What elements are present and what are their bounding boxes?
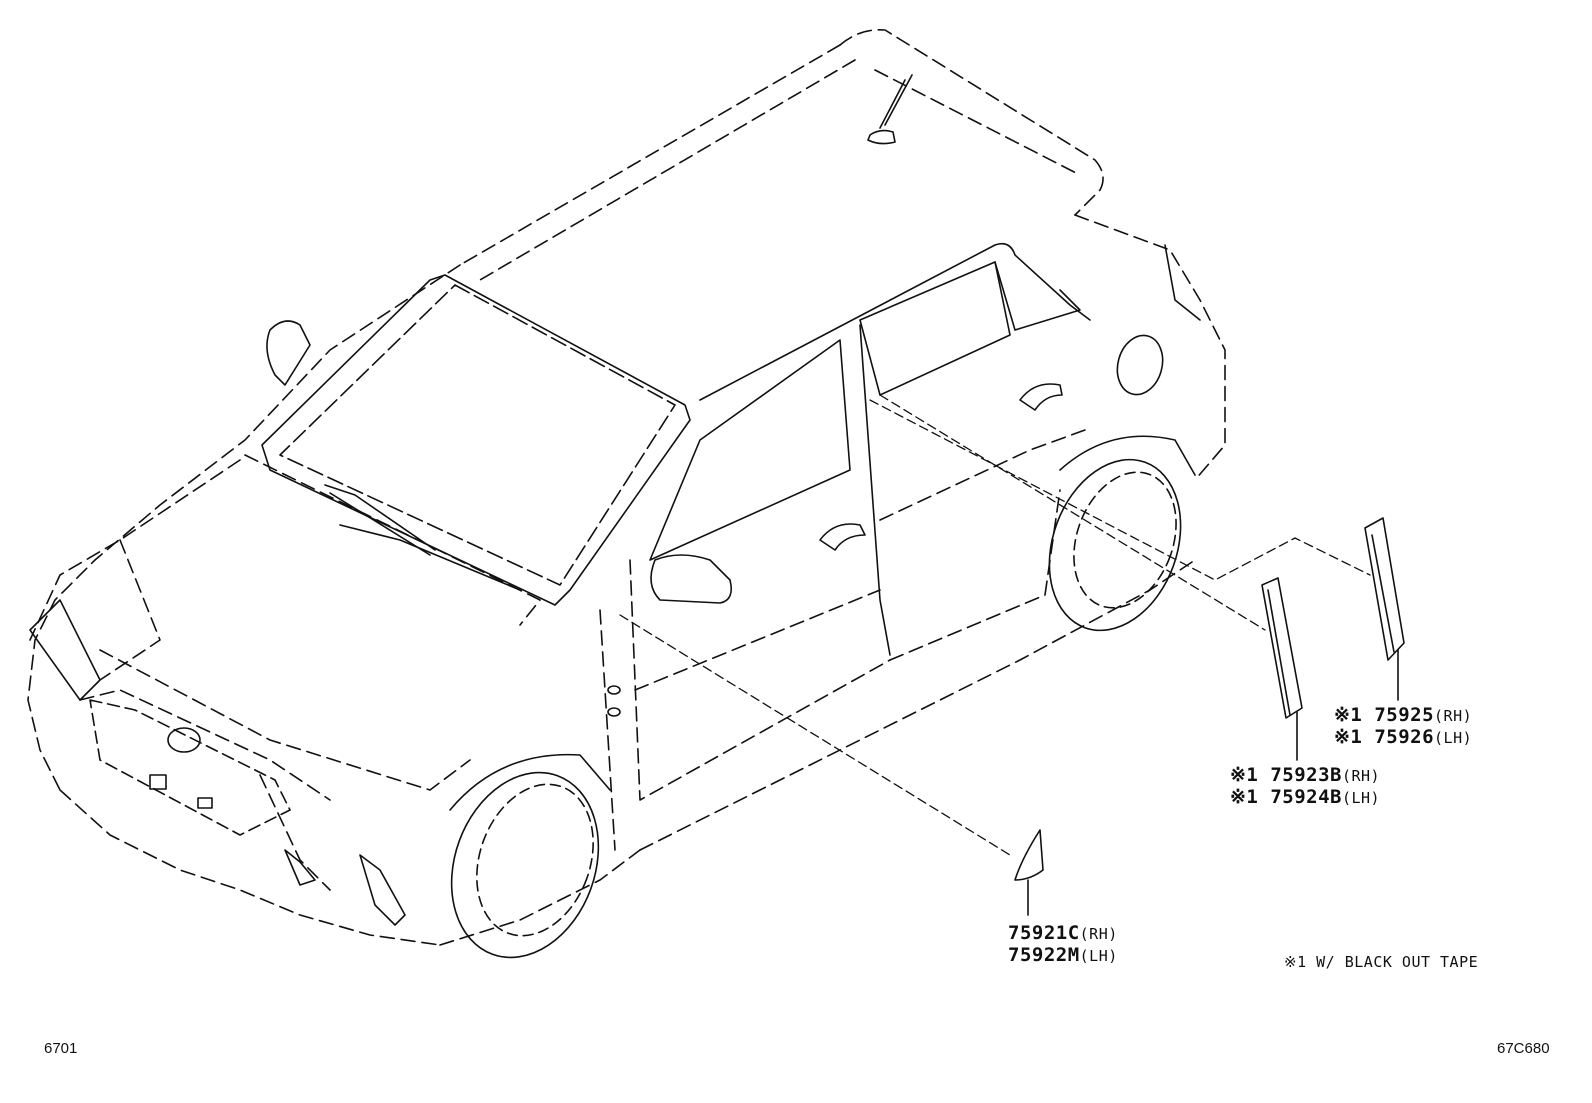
- part-number: 75925: [1374, 704, 1435, 726]
- hood-front: [29, 454, 541, 891]
- roof-antenna: [867, 74, 913, 145]
- windshield: [261, 274, 691, 606]
- front-grille: [89, 699, 291, 836]
- note-mark: ※1: [1230, 764, 1259, 786]
- front-wheel: [449, 753, 611, 959]
- note-mark: ※1: [1334, 726, 1363, 748]
- side-suffix: (LH): [1341, 789, 1381, 807]
- part-number: 75921C: [1008, 922, 1080, 944]
- side-windows: [649, 242, 1091, 656]
- note-mark: ※1: [1334, 704, 1363, 726]
- side-suffix: (LH): [1434, 729, 1473, 747]
- part-75921-fender-garnish: [1014, 829, 1044, 916]
- part-label[interactable]: 75921C(RH): [1008, 922, 1118, 945]
- rear-details: [1116, 244, 1201, 396]
- side-suffix: (RH): [1079, 925, 1118, 943]
- door-panels: [599, 429, 1086, 851]
- side-mirror-far: [266, 320, 311, 386]
- side-suffix: (LH): [1079, 947, 1118, 965]
- wipers: [324, 484, 521, 591]
- part-label[interactable]: 75922M(LH): [1008, 944, 1118, 967]
- part-label[interactable]: ※1 75923B(RH): [1230, 764, 1380, 787]
- page-code-right: 67C680: [1497, 1040, 1550, 1057]
- part-label[interactable]: ※1 75926(LH): [1334, 726, 1472, 749]
- side-mirror-near: [650, 554, 733, 604]
- side-suffix: (RH): [1434, 707, 1473, 725]
- part-number: 75923B: [1270, 764, 1342, 786]
- part-label[interactable]: ※1 75925(RH): [1334, 704, 1472, 727]
- part-number: 75924B: [1270, 786, 1342, 808]
- side-suffix: (RH): [1341, 767, 1381, 785]
- leader-lines: [619, 394, 1371, 856]
- footnote-black-out-tape: ※1 W/ BLACK OUT TAPE: [1284, 953, 1479, 971]
- headlights: [29, 599, 406, 926]
- part-label[interactable]: ※1 75924B(LH): [1230, 786, 1380, 809]
- part-number: 75926: [1374, 726, 1435, 748]
- part-number: 75922M: [1008, 944, 1080, 966]
- part-75925-back-door-moulding: [1364, 517, 1405, 701]
- body-envelope: [27, 28, 1226, 946]
- part-75923-rear-door-moulding: [1261, 577, 1303, 761]
- door-handles: [607, 383, 1063, 717]
- note-mark: ※1: [1230, 786, 1259, 808]
- page-code-left: 6701: [44, 1040, 78, 1057]
